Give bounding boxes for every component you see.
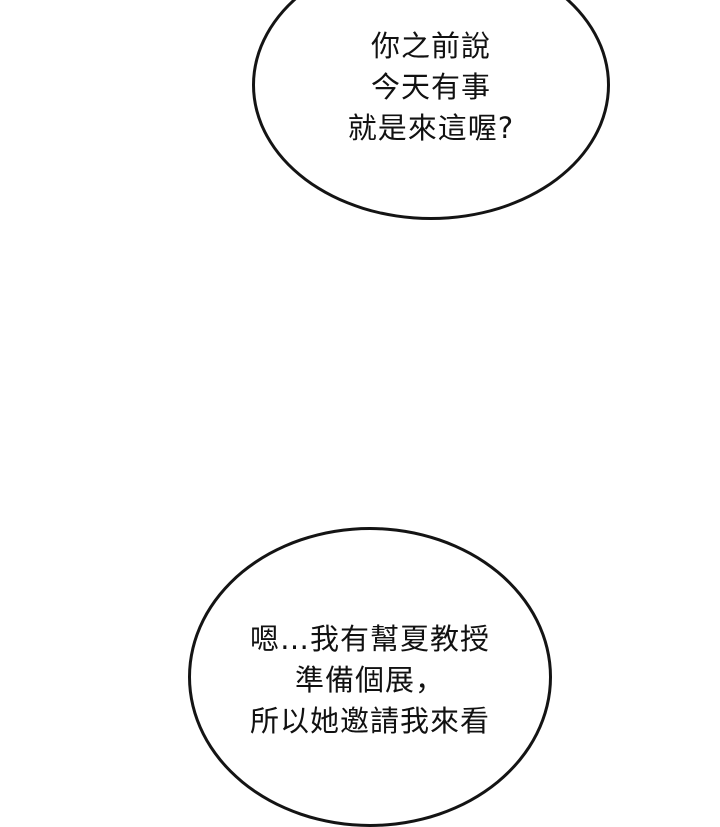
dialogue-line: 你之前說 [370,29,491,63]
dialogue-line: 今天有事 [370,70,491,104]
speech-bubble-top-text: 你之前說 今天有事 就是來這喔? [255,26,607,149]
dialogue-line: 所以她邀請我來看 [249,704,490,738]
speech-bubble-bottom-text: 嗯…我有幫夏教授 準備個展， 所以她邀請我來看 [191,619,549,742]
speech-bubble-bottom: 嗯…我有幫夏教授 準備個展， 所以她邀請我來看 [188,527,552,827]
comic-panel: 你之前說 今天有事 就是來這喔? 嗯…我有幫夏教授 準備個展， 所以她邀請我來看 [188,0,610,827]
dialogue-line: 嗯…我有幫夏教授 [249,622,490,656]
speech-bubble-top: 你之前說 今天有事 就是來這喔? [252,0,610,220]
dialogue-line: 準備個展， [294,663,445,697]
dialogue-line: 就是來這喔? [347,111,515,145]
